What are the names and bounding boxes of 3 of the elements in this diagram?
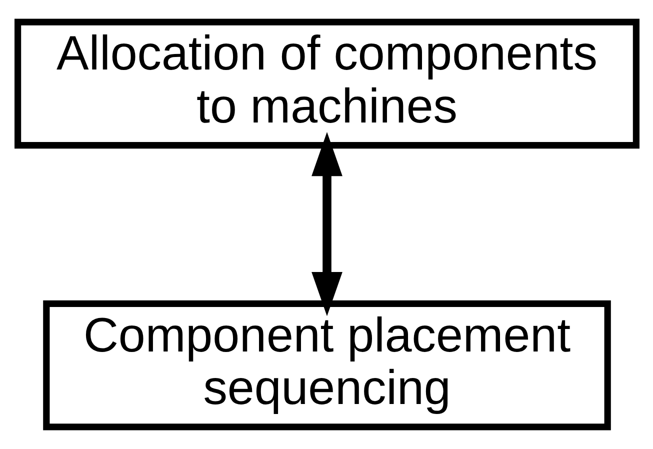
arrow	[311, 132, 342, 316]
node-box: Allocation of components to machines	[14, 18, 639, 149]
node-box: Component placement sequencing	[42, 300, 610, 430]
